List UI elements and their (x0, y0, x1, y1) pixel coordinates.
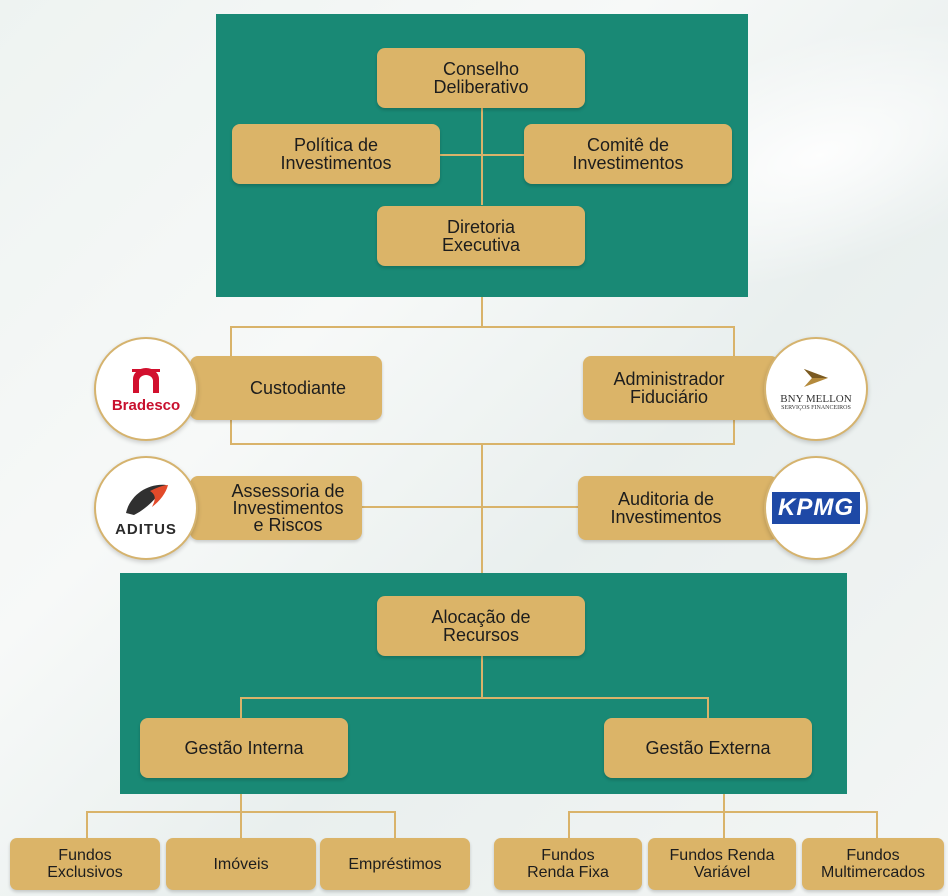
comite-investimentos-box[interactable]: Comitê de Investimentos (524, 124, 732, 184)
bradesco-logo-text: Bradesco (111, 396, 181, 414)
fundos-exclusivos-box[interactable]: Fundos Exclusivos (10, 838, 160, 890)
alocacao-connector-down (481, 656, 483, 698)
providers-bracket-top (230, 326, 735, 328)
kpmg-logo-text: KPMG (772, 492, 860, 524)
bny-mellon-icon (804, 369, 828, 387)
politica-investimentos-box[interactable]: Política de Investimentos (232, 124, 440, 184)
fundos-multimercados-box[interactable]: Fundos Multimercados (802, 838, 944, 890)
assessoria-box[interactable]: Assessoria de Investimentos e Riscos (190, 476, 362, 540)
interna-connector-down (240, 794, 242, 812)
emprestimos-box[interactable]: Empréstimos (320, 838, 470, 890)
diretoria-executiva-box[interactable]: Diretoria Executiva (377, 206, 585, 266)
gestao-externa-connector (707, 697, 709, 719)
fundos-renda-fixa-box[interactable]: Fundos Renda Fixa (494, 838, 642, 890)
externa-drop-1 (568, 811, 570, 839)
kpmg-logo: KPMG (764, 456, 868, 560)
connector-top-to-providers (481, 297, 483, 327)
governance-connector-horizontal (440, 154, 525, 156)
alocacao-recursos-box[interactable]: Alocação de Recursos (377, 596, 585, 656)
auditoria-box[interactable]: Auditoria de Investimentos (578, 476, 778, 540)
bradesco-tree-icon (132, 367, 160, 393)
custodiante-box[interactable]: Custodiante (190, 356, 382, 420)
conselho-deliberativo-box[interactable]: Conselho Deliberativo (377, 48, 585, 108)
bny-mellon-logo: BNY MELLON SERVIÇOS FINANCEIROS (764, 337, 868, 441)
gestao-externa-box[interactable]: Gestão Externa (604, 718, 812, 778)
governance-connector-vertical (481, 107, 483, 205)
gestao-bracket-horizontal (240, 697, 709, 699)
connector-providers-to-allocation (481, 444, 483, 574)
imoveis-box[interactable]: Imóveis (166, 838, 316, 890)
fundos-renda-variavel-box[interactable]: Fundos Renda Variável (648, 838, 796, 890)
externa-drop-3 (876, 811, 878, 839)
interna-drop-2 (240, 811, 242, 839)
externa-connector-down (723, 794, 725, 812)
bradesco-logo: Bradesco (94, 337, 198, 441)
administrador-fiduciario-box[interactable]: Administrador Fiduciário (583, 356, 779, 420)
assessoria-connector (362, 506, 482, 508)
auditoria-connector (482, 506, 578, 508)
interna-drop-1 (86, 811, 88, 839)
gestao-interna-box[interactable]: Gestão Interna (140, 718, 348, 778)
bny-mellon-name: BNY MELLON (780, 393, 852, 405)
interna-drop-3 (394, 811, 396, 839)
aditus-logo-text: ADITUS (115, 520, 177, 538)
bny-mellon-subtitle: SERVIÇOS FINANCEIROS (781, 405, 851, 411)
externa-drop-2 (723, 811, 725, 839)
gestao-interna-connector (240, 697, 242, 719)
aditus-swoosh-icon (126, 484, 168, 515)
aditus-logo: ADITUS (94, 456, 198, 560)
